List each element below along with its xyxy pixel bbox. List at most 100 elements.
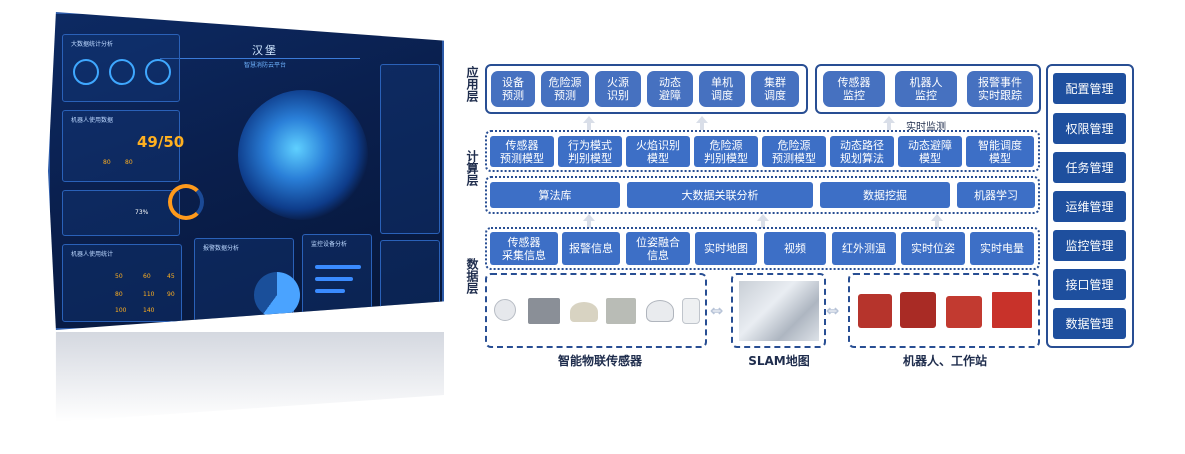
panel-right-charts [380, 64, 440, 234]
data-box-1: 传感器 采集信息 [490, 232, 558, 265]
stat-value-7: 110 [143, 291, 155, 298]
dashboard-screen: 汉堡 智慧消防云平台 大数据统计分析 机器人使用数据 49/50 80 80 7… [48, 12, 444, 330]
dashboard-title: 汉堡 [252, 44, 278, 57]
monitor-bar-2 [315, 277, 353, 281]
management-item-data: 数据管理 [1053, 308, 1126, 339]
stat-circle-1 [73, 59, 99, 85]
slam-group [731, 273, 826, 348]
arrow-stem-data-2 [761, 220, 765, 228]
monitor-bar-3 [315, 289, 345, 293]
algorithm-box-4: 机器学习 [957, 182, 1035, 208]
stat-circle-3 [145, 59, 171, 85]
panel-stats-title: 大数据统计分析 [71, 41, 114, 48]
slam-map-image [739, 281, 819, 341]
panel-robot-usage: 机器人使用数据 49/50 80 80 [62, 110, 184, 182]
header-line [160, 58, 360, 59]
layer-label-compute: 计算层 [462, 150, 479, 192]
app-box-3: 火源 识别 [595, 71, 641, 107]
arrow-up-data-1 [583, 214, 595, 221]
robot-usage-number: 49/50 [137, 133, 185, 151]
layer-application-text: 应用层 [465, 66, 479, 102]
sensors-group [485, 273, 707, 348]
controller-device-icon [606, 298, 636, 324]
management-item-config: 配置管理 [1053, 73, 1126, 104]
robot-3-icon [946, 296, 982, 328]
app-box-1: 设备 预测 [491, 71, 535, 107]
slam-caption: SLAM地图 [748, 354, 810, 368]
pie-chart [254, 272, 300, 318]
monitor-box-3: 报警事件 实时跟踪 [967, 71, 1033, 107]
management-panel [1046, 64, 1134, 348]
panel-right-bottom [380, 240, 440, 314]
model-box-8: 智能调度 模型 [966, 136, 1034, 167]
management-item-ops: 运维管理 [1053, 191, 1126, 222]
realtime-label: 实时监测 [906, 122, 946, 133]
model-box-7: 动态避障 模型 [898, 136, 962, 167]
layer-data-text: 数据层 [465, 258, 479, 294]
panel-robot-stats: 机器人使用统计 50 60 45 80 110 90 100 140 [62, 244, 182, 322]
app-box-5: 单机 调度 [699, 71, 745, 107]
monitor-bar-1 [315, 265, 361, 269]
arrow-up-data-3 [931, 214, 943, 221]
robots-group [848, 273, 1040, 348]
application-group [485, 64, 808, 114]
arrow-stem-app-3 [887, 122, 891, 130]
algorithms-group [485, 176, 1040, 214]
arrow-stem-data-1 [587, 220, 591, 228]
robot-1-icon [858, 294, 892, 328]
app-box-6: 集群 调度 [751, 71, 799, 107]
arrow-stem-app-2 [700, 122, 704, 130]
model-box-4: 危险源 判别模型 [694, 136, 758, 167]
arrow-up-app-3 [883, 116, 895, 123]
management-item-task: 任务管理 [1053, 152, 1126, 183]
robots-caption: 机器人、工作站 [902, 354, 987, 368]
workstation-icon [992, 292, 1032, 328]
panel-monitor-analysis: 监控设备分析 [302, 234, 372, 318]
app-box-2: 危险源 预测 [541, 71, 589, 107]
algorithm-box-2: 大数据关联分析 [627, 182, 813, 208]
model-box-2: 行为模式 判别模型 [558, 136, 622, 167]
stat-value-6: 80 [115, 291, 123, 298]
management-item-permission: 权限管理 [1053, 113, 1126, 144]
dome-camera-icon [646, 300, 674, 322]
monitor-box-2: 机器人 监控 [895, 71, 957, 107]
data-box-7: 实时位姿 [901, 232, 965, 265]
stat-circle-2 [109, 59, 135, 85]
gauge-ring [168, 184, 204, 220]
stat-value-10: 140 [143, 307, 155, 314]
panel-monitor-title: 监控设备分析 [311, 241, 348, 248]
arrow-stem-data-3 [935, 220, 939, 228]
stat-value-9: 100 [115, 307, 127, 314]
stat-value-3: 50 [115, 273, 123, 280]
pir-sensor-icon [682, 298, 700, 324]
sensor-device-icon [570, 302, 598, 322]
screen-reflection [55, 332, 444, 422]
arrow-up-app-2 [696, 116, 708, 123]
monitor-box-1: 传感器 监控 [823, 71, 885, 107]
arrow-stem-app-1 [587, 122, 591, 130]
panel-alarm-title: 报警数据分析 [203, 245, 240, 252]
stat-value-8: 90 [167, 291, 175, 298]
model-box-5: 危险源 预测模型 [762, 136, 826, 167]
algorithm-box-3: 数据挖掘 [820, 182, 950, 208]
models-group [485, 130, 1040, 172]
dashboard-subtitle: 智慧消防云平台 [243, 62, 286, 69]
stat-value-2: 80 [125, 159, 133, 166]
data-box-6: 红外测温 [832, 232, 896, 265]
gateway-device-icon [528, 298, 560, 324]
model-box-6: 动态路径 规划算法 [830, 136, 894, 167]
model-box-3: 火焰识别 模型 [626, 136, 690, 167]
smoke-detector-icon [494, 299, 516, 321]
layer-label-application: 应用层 [462, 66, 479, 108]
panel-robot-usage-title: 机器人使用数据 [71, 117, 114, 124]
app-box-4: 动态 避障 [647, 71, 693, 107]
management-item-interface: 接口管理 [1053, 269, 1126, 300]
dashboard-display: 汉堡 智慧消防云平台 大数据统计分析 机器人使用数据 49/50 80 80 7… [48, 12, 444, 330]
data-box-4: 实时地图 [695, 232, 757, 265]
arrow-up-data-2 [757, 214, 769, 221]
stat-value-4: 60 [143, 273, 151, 280]
arrow-up-app-1 [583, 116, 595, 123]
data-box-2: 报警信息 [562, 232, 620, 265]
monitoring-group [815, 64, 1041, 114]
gauge-value: 73% [135, 209, 149, 216]
